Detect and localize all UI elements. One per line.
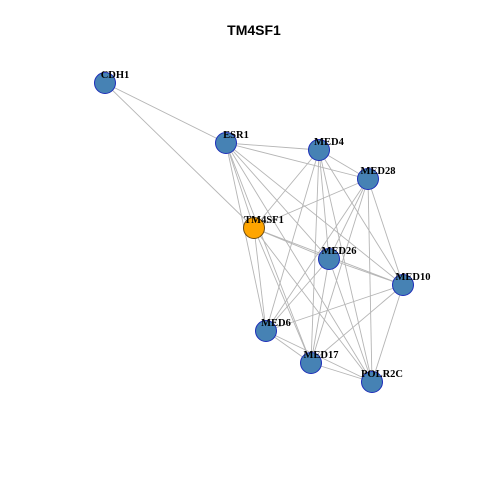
edge-esr1-med10 (225, 142, 404, 286)
node-polr2c[interactable] (361, 371, 383, 393)
node-label-polr2c: POLR2C (361, 369, 403, 380)
edge-med28-med6 (265, 178, 369, 332)
edge-med4-tm4sf1 (253, 149, 320, 229)
node-cdh1[interactable] (94, 72, 116, 94)
edge-esr1-med26 (225, 142, 330, 260)
node-label-med4: MED4 (314, 137, 344, 148)
edge-med28-med26 (328, 178, 369, 260)
node-med10[interactable] (392, 274, 414, 296)
graph-title: TM4SF1 (227, 22, 281, 38)
edge-tm4sf1-med6 (253, 227, 267, 332)
node-med6[interactable] (255, 320, 277, 342)
edge-med28-polr2c (367, 178, 373, 383)
edge-med10-med6 (265, 284, 404, 332)
node-med28[interactable] (357, 168, 379, 190)
edge-med4-med26 (318, 149, 330, 260)
edge-med4-med10 (318, 149, 404, 286)
edge-med26-med17 (310, 258, 330, 364)
node-tm4sf1[interactable] (243, 217, 265, 239)
edge-med28-tm4sf1 (253, 178, 369, 229)
node-label-med28: MED28 (361, 166, 396, 177)
edge-med10-polr2c (371, 284, 404, 383)
edge-med4-med6 (265, 149, 320, 332)
node-esr1[interactable] (215, 132, 237, 154)
node-med4[interactable] (308, 139, 330, 161)
edge-med26-med10 (328, 258, 404, 286)
edge-cdh1-tm4sf1 (104, 82, 255, 229)
node-label-med26: MED26 (322, 246, 357, 257)
node-label-tm4sf1: TM4SF1 (244, 215, 284, 226)
node-label-med6: MED6 (261, 318, 291, 329)
edge-esr1-med6 (225, 142, 267, 332)
edge-med28-med17 (310, 178, 369, 364)
edge-cdh1-esr1 (104, 82, 227, 144)
edge-tm4sf1-polr2c (253, 227, 373, 383)
node-label-med17: MED17 (304, 350, 339, 361)
edge-med28-med10 (367, 178, 404, 286)
edge-tm4sf1-med17 (253, 227, 312, 364)
edge-med4-polr2c (318, 149, 373, 383)
edge-med10-med17 (310, 284, 404, 364)
edge-esr1-polr2c (225, 142, 373, 383)
node-label-esr1: ESR1 (223, 130, 249, 141)
node-label-med10: MED10 (396, 272, 431, 283)
node-label-cdh1: CDH1 (101, 70, 130, 81)
edge-med4-med17 (310, 149, 320, 364)
edge-esr1-med4 (225, 142, 320, 151)
edge-esr1-med28 (225, 142, 369, 180)
edge-esr1-med17 (225, 142, 312, 364)
node-layer (94, 72, 414, 393)
edge-med26-polr2c (328, 258, 373, 383)
label-layer: CDH1ESR1MED4MED28TM4SF1MED26MED10MED6MED… (101, 70, 431, 380)
edge-esr1-tm4sf1 (225, 142, 255, 229)
node-med26[interactable] (318, 248, 340, 270)
node-med17[interactable] (300, 352, 322, 374)
edge-med26-med6 (265, 258, 330, 332)
